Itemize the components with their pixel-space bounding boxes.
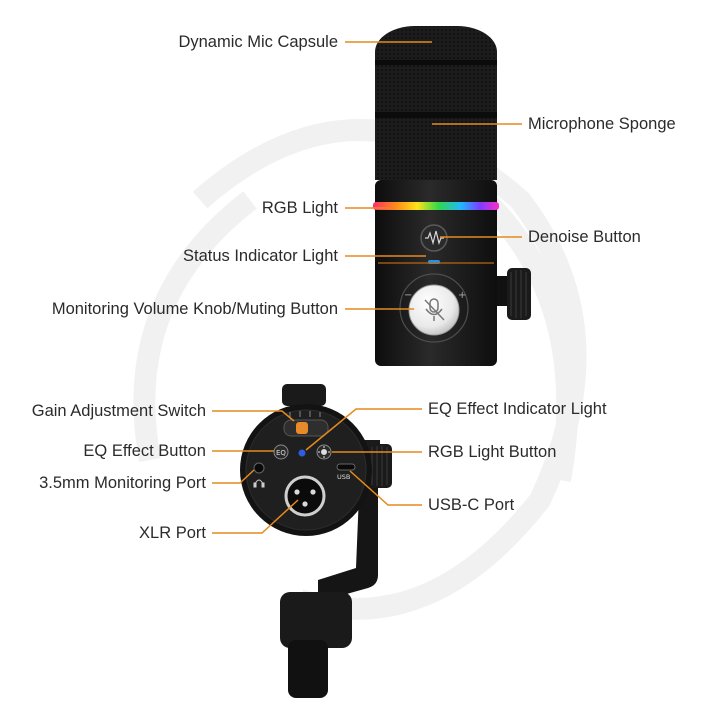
rgb-light-ring bbox=[373, 202, 499, 210]
leader-usb-c bbox=[349, 470, 422, 506]
mute-mic-icon bbox=[424, 298, 445, 321]
gain-switch-slider bbox=[296, 422, 308, 434]
mic-sponge-grille bbox=[375, 62, 497, 180]
grille-ring bbox=[375, 112, 497, 118]
label-xlr-port: XLR Port bbox=[139, 524, 206, 542]
knob-minus-mark: − bbox=[404, 290, 412, 301]
label-monitoring-port: 3.5mm Monitoring Port bbox=[39, 474, 206, 492]
sun-icon bbox=[318, 446, 330, 458]
grille-ring-lower bbox=[375, 60, 497, 65]
leader-eq-indicator bbox=[305, 408, 422, 451]
label-gain-adjustment-switch: Gain Adjustment Switch bbox=[31, 402, 206, 420]
leader-lines bbox=[212, 41, 522, 534]
top-screw-knob bbox=[282, 384, 326, 406]
orange-accent-band bbox=[378, 262, 494, 264]
leader-xlr bbox=[212, 499, 299, 534]
xlr-pin-2 bbox=[310, 489, 316, 495]
label-microphone-sponge: Microphone Sponge bbox=[528, 115, 676, 133]
xlr-port[interactable] bbox=[284, 475, 326, 517]
stand-adapter bbox=[280, 592, 352, 648]
xlr-pin-1 bbox=[294, 489, 300, 495]
label-usb-c-port: USB-C Port bbox=[428, 496, 515, 514]
label-denoise-button: Denoise Button bbox=[528, 228, 641, 246]
leader-gain bbox=[212, 410, 295, 422]
eq-button-label: EQ bbox=[276, 449, 286, 457]
knob-dial-ring bbox=[399, 273, 469, 343]
label-rgb-light: RGB Light bbox=[261, 199, 338, 217]
mic-base-rim bbox=[245, 409, 367, 531]
usb-port-label: USB bbox=[337, 473, 350, 481]
label-eq-effect-button: EQ Effect Button bbox=[83, 442, 206, 460]
knob-plus-mark: + bbox=[458, 290, 466, 301]
label-eq-effect-indicator-light: EQ Effect Indicator Light bbox=[428, 400, 607, 418]
mount-screw-knob bbox=[497, 268, 531, 320]
label-monitoring-volume-knob: Monitoring Volume Knob/Muting Button bbox=[51, 300, 338, 318]
side-screw-knob bbox=[368, 444, 392, 488]
waveform-icon bbox=[425, 230, 444, 246]
leader-monitoring-port bbox=[212, 469, 255, 484]
label-rgb-light-button: RGB Light Button bbox=[428, 443, 557, 461]
eq-effect-button[interactable] bbox=[273, 444, 289, 460]
microphone-bottom-view: EQ USB bbox=[240, 384, 392, 698]
label-dynamic-mic-capsule: Dynamic Mic Capsule bbox=[178, 33, 338, 51]
eq-effect-indicator-light bbox=[298, 449, 306, 457]
label-status-indicator-light: Status Indicator Light bbox=[182, 247, 338, 265]
usb-c-port[interactable] bbox=[336, 463, 356, 471]
stand-adapter-lower bbox=[288, 640, 328, 698]
monitoring-port[interactable] bbox=[253, 462, 265, 474]
microphone-top-view: − + bbox=[373, 26, 531, 366]
gain-scale-marks bbox=[289, 411, 321, 417]
xlr-pin-3 bbox=[302, 501, 308, 507]
headphone-icon bbox=[253, 479, 265, 488]
